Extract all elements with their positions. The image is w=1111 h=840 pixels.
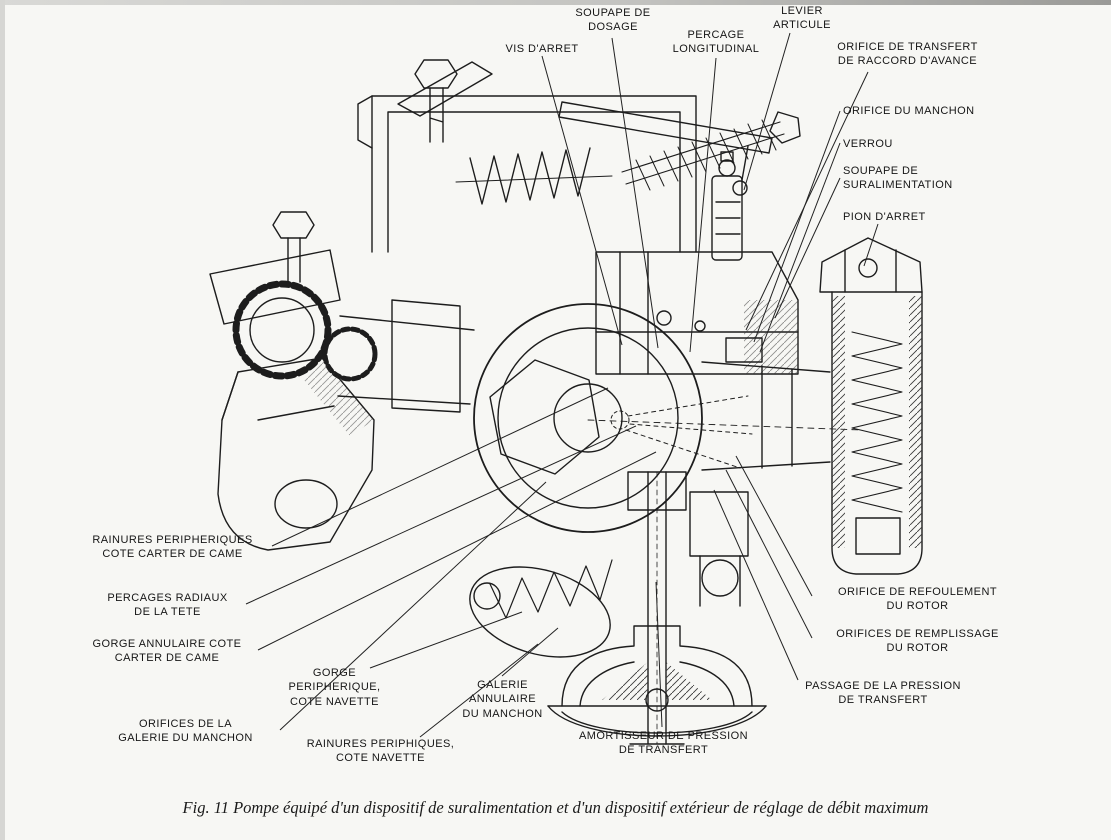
transfer-passage-cluster <box>689 491 749 607</box>
drive-shaft <box>337 299 475 413</box>
label-soupape-suralimentation: SOUPAPE DE SURALIMENTATION <box>843 165 953 192</box>
label-orifices-galerie-manchon: ORIFICES DE LA GALERIE DU MANCHON <box>118 718 253 745</box>
leader-rainures-navette <box>419 643 539 738</box>
label-percage-longitudinal: PERCAGE LONGITUDINAL <box>672 29 760 56</box>
pump-cutaway-illustration <box>209 59 923 745</box>
figure-caption: Fig. 11 Pompe équipé d'un dispositif de … <box>182 798 929 817</box>
label-soupape-dosage: SOUPAPE DE DOSAGE <box>575 7 651 34</box>
shuttle-spring <box>469 559 613 658</box>
leader-levier-articule <box>743 32 791 191</box>
label-verrou: VERROU <box>843 138 893 150</box>
pump-head-block <box>595 251 799 375</box>
leader-rainures-came <box>271 387 609 547</box>
leader-lines <box>245 32 879 738</box>
rotor-shaft-right <box>587 361 863 471</box>
leader-amortisseur <box>655 581 663 728</box>
leader-soupape-suralimentation <box>774 177 841 319</box>
articulated-lever <box>558 101 773 196</box>
label-amortisseur-pression: AMORTISSEUR DE PRESSION DE TRANSFERT <box>578 730 749 757</box>
leader-remplissage <box>725 469 813 639</box>
leader-gorge-came <box>257 451 657 651</box>
top-frame <box>357 95 697 253</box>
label-orifice-transfert-avance: ORIFICE DE TRANSFERT DE RACCORD D'AVANCE <box>837 41 978 68</box>
label-passage-pression-transfert: PASSAGE DE LA PRESSION DE TRANSFERT <box>805 680 961 707</box>
stop-pin-housing <box>819 237 923 575</box>
leader-orifices-galerie <box>279 481 547 731</box>
label-levier-articule: LEVIER ARTICULE <box>773 5 831 32</box>
leader-verrou <box>759 142 841 353</box>
leader-pion-darret <box>863 223 879 267</box>
leader-gorge-navette <box>369 611 523 669</box>
scan-edge-top <box>0 0 1111 5</box>
label-orifice-manchon: ORIFICE DU MANCHON <box>843 105 975 117</box>
leader-refoulement <box>735 455 813 597</box>
leader-soupape-dosage <box>611 37 659 349</box>
label-vis-darret: VIS D'ARRET <box>505 43 579 55</box>
scan-edge-left <box>0 0 5 840</box>
leader-galerie-manchon <box>501 627 559 677</box>
leader-percages-radiaux <box>245 425 637 605</box>
leader-orifice-manchon <box>753 110 841 343</box>
label-gorge-annulaire-came: GORGE ANNULAIRE COTE CARTER DE CAME <box>92 638 242 665</box>
label-galerie-annulaire-manchon: GALERIE ANNULAIRE DU MANCHON <box>462 679 543 720</box>
top-left-bolt <box>397 59 493 143</box>
cam-ring-rotor <box>473 303 753 533</box>
label-orifices-remplissage-rotor: ORIFICES DE REMPLISSAGE DU ROTOR <box>836 628 999 655</box>
label-rainures-periphiques-navette: RAINURES PERIPHIQUES, COTE NAVETTE <box>306 738 455 765</box>
label-rainures-peripheriques-came: RAINURES PERIPHERIQUES COTE CARTER DE CA… <box>92 534 253 561</box>
governor-spring <box>455 147 613 205</box>
metering-valve <box>711 151 743 261</box>
gear-train <box>209 211 378 382</box>
leader-percage-longitudinal <box>689 57 717 353</box>
label-gorge-peripherique-navette: GORGE PERIPHERIQUE, COTE NAVETTE <box>288 667 381 708</box>
leader-passage-pression <box>713 489 799 681</box>
label-percages-radiaux: PERCAGES RADIAUX DE LA TETE <box>107 592 228 619</box>
label-pion-darret: PION D'ARRET <box>843 211 926 223</box>
left-mounting-flange <box>217 357 375 551</box>
label-orifice-refoulement-rotor: ORIFICE DE REFOULEMENT DU ROTOR <box>837 586 998 613</box>
leader-vis-darret <box>541 55 623 346</box>
threaded-rod-spring <box>621 111 801 191</box>
transfer-pressure-damper <box>547 471 767 745</box>
